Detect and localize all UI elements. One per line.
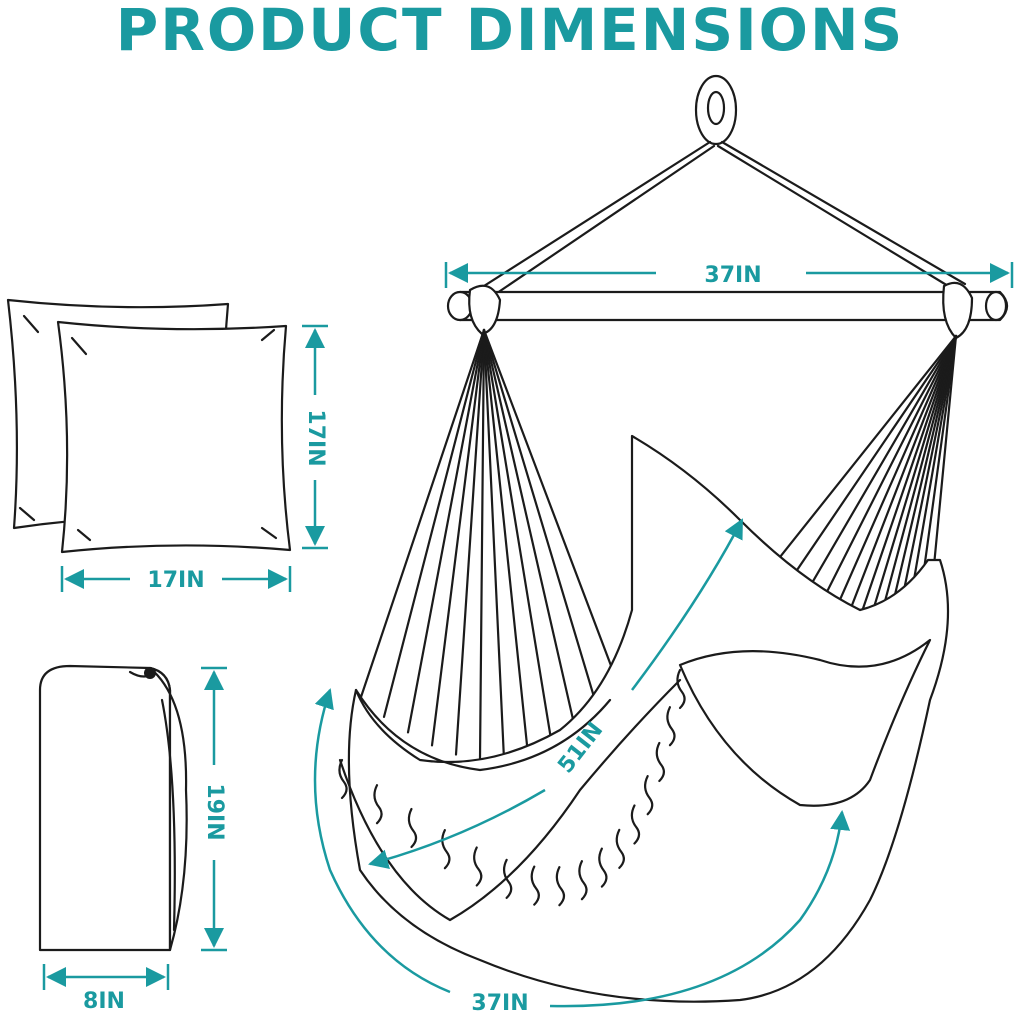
pillow-front-illustration xyxy=(56,320,292,554)
fringe-tassel xyxy=(407,807,418,849)
hammock-string xyxy=(482,328,554,747)
bag-width-dimension: 8IN xyxy=(42,964,170,1014)
seat-width-label: 37IN xyxy=(471,991,528,1016)
seat-width-dimension: 37IN xyxy=(313,688,851,1016)
fringe-tassel xyxy=(473,846,483,887)
hammock-string xyxy=(430,328,486,747)
fringe-tassel xyxy=(644,775,654,816)
fringe-tassel xyxy=(630,804,641,845)
pillow-height-dimension: 17IN xyxy=(302,324,328,550)
pillow-height-label: 17IN xyxy=(303,409,328,466)
hammock-string xyxy=(454,328,486,756)
fringe-tassel xyxy=(578,860,588,901)
fringe-tassel xyxy=(373,784,383,825)
pillow-width-dimension: 17IN xyxy=(60,566,292,593)
hammock-string xyxy=(482,328,626,702)
hammock-string xyxy=(406,328,486,734)
storage-bag-illustration xyxy=(38,664,188,952)
fringe-tassel xyxy=(441,829,451,870)
bar-width-dimension: 37IN xyxy=(444,262,1014,288)
hammock-string xyxy=(358,328,486,702)
fringe-tassel xyxy=(502,858,513,900)
bag-height-label: 19IN xyxy=(202,783,227,840)
pillow-width-label: 17IN xyxy=(147,568,204,593)
bag-width-label: 8IN xyxy=(83,989,125,1014)
fringe-tassel xyxy=(530,865,540,906)
fringe-tassel xyxy=(555,866,566,907)
hammock-string xyxy=(482,328,530,756)
hammock-string xyxy=(382,328,486,719)
hammock-string xyxy=(482,328,578,734)
hammock-string xyxy=(482,328,506,761)
fringe-tassel xyxy=(655,741,665,783)
bag-height-dimension: 19IN xyxy=(201,666,227,952)
bar-width-label: 37IN xyxy=(704,263,761,288)
page-title: PRODUCT DIMENSIONS xyxy=(115,0,905,64)
hammock-chair-illustration xyxy=(338,74,1009,1003)
fringe-tassel xyxy=(338,758,348,800)
fringe-tassel xyxy=(615,828,625,870)
hammock-string xyxy=(482,328,602,719)
fringe-tassel xyxy=(676,668,686,710)
hammock-string xyxy=(478,328,486,761)
fringe-tassel xyxy=(598,847,608,888)
fringe-tassel xyxy=(666,706,676,747)
